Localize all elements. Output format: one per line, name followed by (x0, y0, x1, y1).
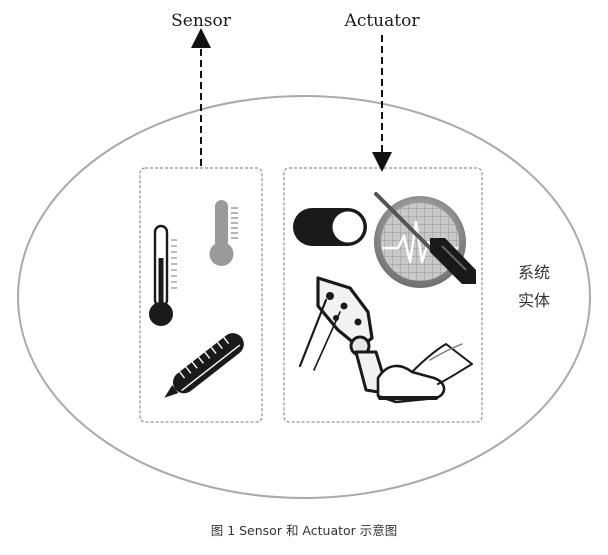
thermometer-gray-icon (209, 200, 238, 266)
actuator-label: Actuator (344, 11, 421, 31)
system-entity-label-line2: 实体 (518, 291, 550, 310)
exoskeleton-leg-icon (298, 276, 473, 404)
actuator-box (283, 167, 483, 423)
system-entity-label-line1: 系统 (518, 263, 550, 282)
toggle-switch-icon (293, 208, 367, 246)
diagnostic-screwdriver-icon (374, 192, 476, 288)
sensor-label: Sensor (171, 11, 232, 31)
figure-caption: 图 1 Sensor 和 Actuator 示意图 (211, 523, 398, 538)
clinical-thermometer-icon (164, 333, 244, 398)
sensor-box (139, 167, 263, 423)
system-entity-boundary (17, 95, 591, 499)
thermometer-icon (149, 224, 177, 326)
